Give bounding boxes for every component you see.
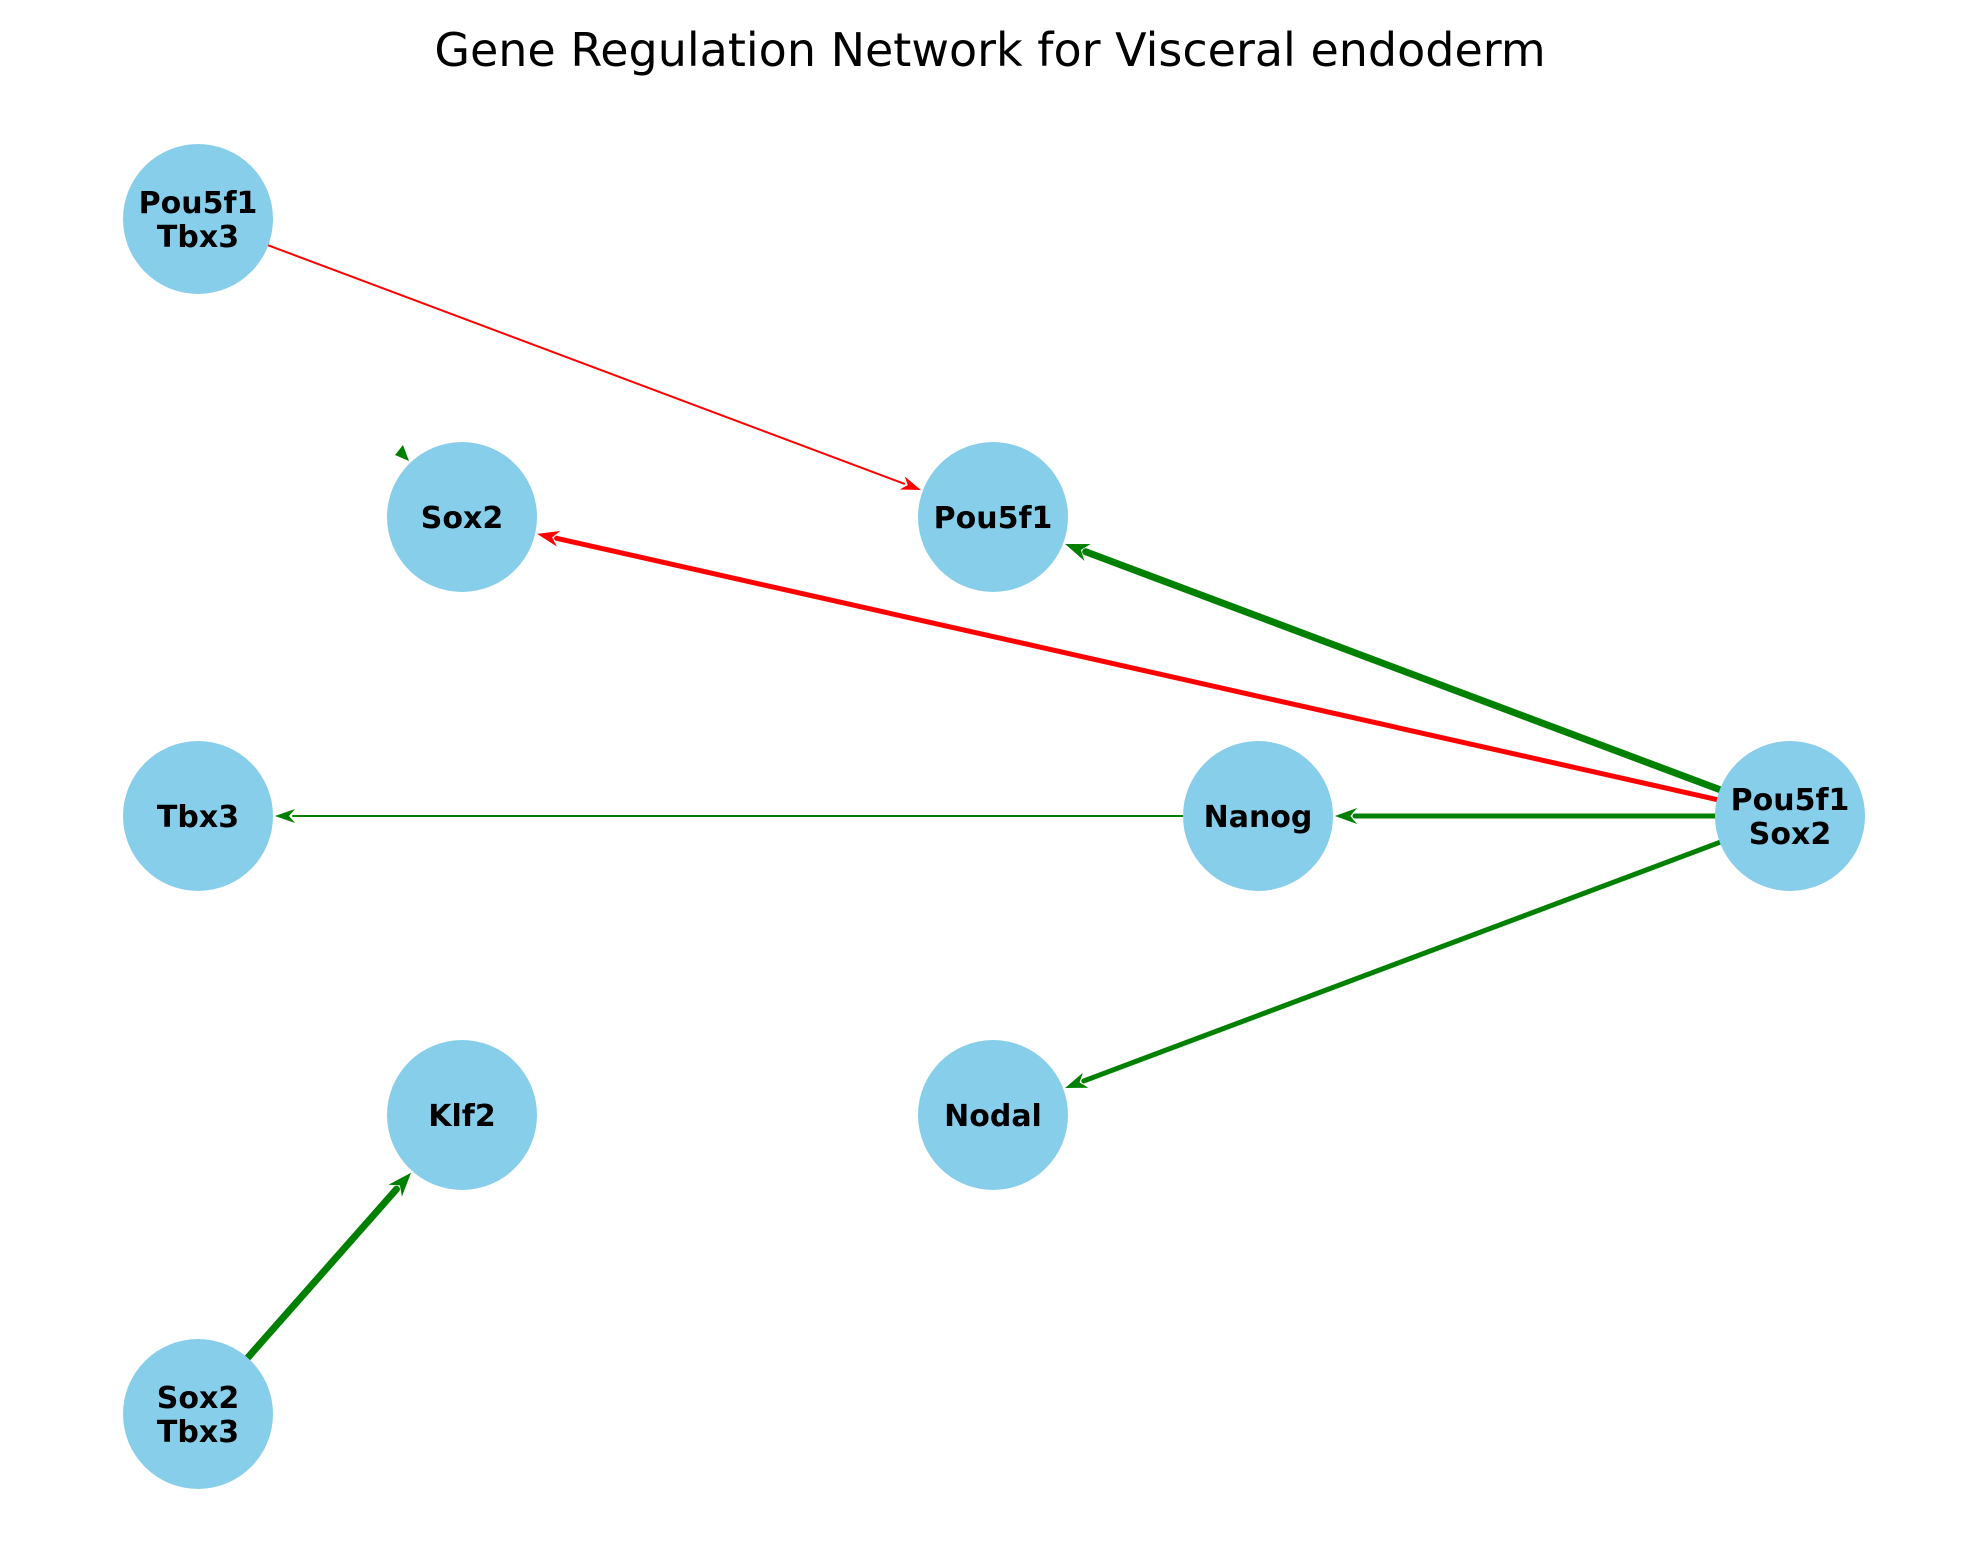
node-label: Tbx3 bbox=[157, 220, 239, 255]
diagram-title: Gene Regulation Network for Visceral end… bbox=[434, 23, 1545, 77]
node-circle bbox=[123, 1339, 273, 1489]
node-sox2: Sox2 bbox=[387, 442, 537, 592]
edge-line bbox=[267, 244, 906, 485]
edge-arrowhead bbox=[1065, 1072, 1089, 1088]
edge-line bbox=[244, 1185, 400, 1362]
node-label: Pou5f1 bbox=[1731, 783, 1850, 818]
self-loop-arrowhead bbox=[395, 445, 409, 461]
edge-pou5f1_sox2-to-nodal bbox=[1065, 839, 1723, 1088]
node-label: Klf2 bbox=[428, 1099, 495, 1134]
node-label: Nanog bbox=[1204, 800, 1313, 835]
edge-nanog-to-tbx3 bbox=[275, 809, 1184, 823]
edge-sox2-to-sox2 bbox=[395, 445, 409, 461]
node-label: Pou5f1 bbox=[139, 186, 258, 221]
edge-line bbox=[1082, 548, 1724, 794]
node-circle bbox=[918, 1040, 1068, 1190]
node-circle bbox=[918, 442, 1068, 592]
node-circle bbox=[387, 442, 537, 592]
edge-pou5f1_sox2-to-sox2 bbox=[537, 530, 1720, 803]
node-label: Tbx3 bbox=[157, 1415, 239, 1450]
edge-arrowhead bbox=[1335, 808, 1357, 824]
edge-line bbox=[1081, 839, 1723, 1084]
node-nanog: Nanog bbox=[1183, 741, 1333, 891]
node-label: Sox2 bbox=[1749, 817, 1831, 852]
node-pou5f1: Pou5f1 bbox=[918, 442, 1068, 592]
edge-layer bbox=[244, 244, 1724, 1362]
node-tbx3: Tbx3 bbox=[123, 741, 273, 891]
edge-pou5f1_sox2-to-nanog bbox=[1335, 808, 1718, 824]
edge-pou5f1_sox2-to-pou5f1 bbox=[1065, 544, 1724, 794]
node-label: Sox2 bbox=[157, 1381, 239, 1416]
node-circle bbox=[123, 741, 273, 891]
edge-line bbox=[554, 535, 1720, 803]
edge-arrowhead bbox=[275, 809, 295, 823]
node-label: Pou5f1 bbox=[934, 501, 1053, 536]
node-label: Tbx3 bbox=[157, 800, 239, 835]
edge-arrowhead bbox=[537, 530, 561, 547]
node-circle bbox=[1715, 741, 1865, 891]
node-circle bbox=[1183, 741, 1333, 891]
node-label: Nodal bbox=[944, 1099, 1042, 1134]
node-nodal: Nodal bbox=[918, 1040, 1068, 1190]
edge-arrowhead bbox=[899, 476, 921, 490]
edge-arrowhead bbox=[1065, 544, 1091, 561]
edge-arrowhead bbox=[388, 1172, 412, 1197]
node-label: Sox2 bbox=[421, 501, 503, 536]
node-circle bbox=[387, 1040, 537, 1190]
node-klf2: Klf2 bbox=[387, 1040, 537, 1190]
node-circle bbox=[123, 144, 273, 294]
edge-pou5f1_tbx3-to-pou5f1 bbox=[267, 244, 921, 490]
edge-sox2_tbx3-to-klf2 bbox=[244, 1172, 412, 1362]
